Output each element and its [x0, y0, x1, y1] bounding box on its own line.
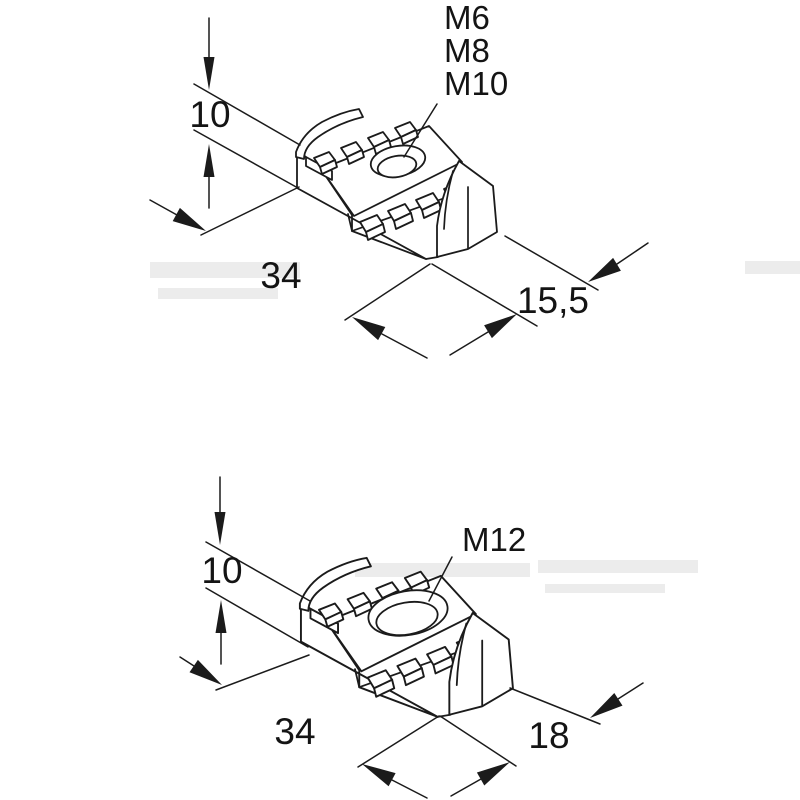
arrowhead-down — [214, 512, 226, 545]
dimension-length-top: 34 — [149, 186, 431, 359]
dimension-line — [449, 331, 489, 356]
dimension-line — [391, 779, 428, 799]
thread-size-label-m12: M12 — [462, 521, 526, 558]
thread-size-label-m10: M10 — [444, 65, 508, 102]
extension-line — [344, 263, 431, 321]
thread-label-leader-line — [428, 556, 453, 602]
dimension-line — [616, 242, 649, 265]
dim-value-width: 15,5 — [517, 280, 589, 321]
thread-size-label-m6: M6 — [444, 0, 490, 36]
extension-line — [200, 186, 300, 236]
extension-line — [205, 587, 309, 648]
extension-line — [509, 687, 601, 725]
arrowhead-up — [215, 600, 227, 633]
dim-value-length: 34 — [274, 711, 315, 752]
top-nut-drawing: M6 M8 M10 10 34 — [149, 0, 649, 359]
extension-line — [193, 83, 301, 146]
dimension-line — [381, 333, 428, 359]
watermark-smudge — [150, 262, 300, 278]
dimension-height-top: 10 — [189, 17, 301, 209]
extension-line — [504, 235, 599, 291]
dimension-line — [450, 778, 482, 797]
thread-label-leader-line — [403, 103, 438, 158]
dimension-line — [617, 682, 644, 700]
watermark-smudge — [545, 584, 665, 593]
thread-size-label-m8: M8 — [444, 32, 490, 69]
arrowhead — [588, 257, 621, 282]
watermark-smudge — [158, 288, 278, 299]
arrowhead — [189, 659, 222, 685]
thread-hole-inner — [376, 154, 418, 179]
dimension-width-top: 15,5 — [431, 235, 649, 356]
arrowhead-down — [203, 57, 215, 90]
extension-line — [439, 715, 517, 767]
watermark-smudge — [538, 560, 698, 573]
dim-value-height: 10 — [201, 550, 242, 591]
dimension-height-bottom: 10 — [201, 476, 311, 665]
watermark-smudge — [745, 261, 800, 274]
dimension-width-bottom: 18 — [439, 682, 644, 797]
extension-line — [431, 263, 538, 327]
channel-nut-bottom — [298, 556, 514, 718]
dimension-length-bottom: 34 — [179, 654, 440, 799]
arrowhead — [352, 317, 386, 341]
dimension-line — [179, 656, 195, 667]
arrowhead-up — [203, 144, 215, 177]
arrowhead — [362, 764, 396, 787]
extension-line — [215, 654, 310, 691]
watermark-smudges — [150, 261, 800, 593]
channel-nut-top — [295, 108, 498, 260]
thread-hole-inner — [375, 600, 439, 637]
dimension-line — [149, 199, 178, 216]
extension-line — [357, 715, 440, 768]
arrowhead — [476, 762, 510, 786]
extension-line — [205, 541, 311, 602]
bottom-nut-drawing: M12 10 34 18 — [179, 476, 644, 799]
dim-value-width: 18 — [528, 715, 569, 756]
dim-value-length: 34 — [260, 255, 301, 296]
arrowhead — [172, 207, 206, 231]
dim-value-height: 10 — [189, 94, 230, 135]
watermark-smudge — [355, 563, 530, 577]
arrowhead — [484, 314, 517, 339]
extension-line — [193, 129, 299, 189]
arrowhead — [590, 693, 623, 718]
